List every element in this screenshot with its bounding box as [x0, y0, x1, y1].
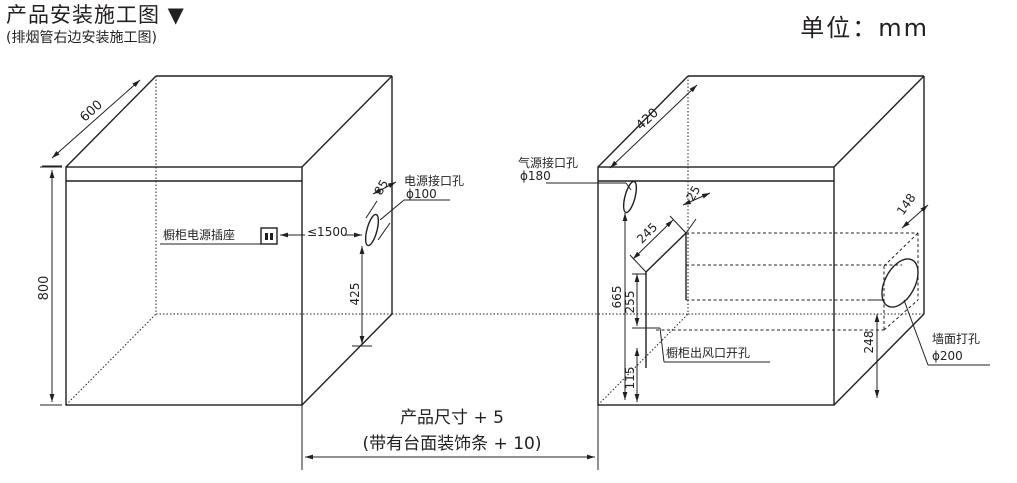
dim-248-label: 248: [862, 331, 876, 354]
vertical-dimensions: 665 255 115: [610, 213, 660, 402]
gas-hole-diameter: ϕ180: [520, 169, 551, 183]
power-socket: 橱柜电源插座 ≤1500: [160, 225, 362, 245]
page-subtitle: (排烟管右边安装施工图): [6, 30, 157, 46]
wall-hole-diameter: ϕ200: [932, 349, 963, 363]
floor-and-size: 产品尺寸 + 5 (带有台面装饰条 + 10): [301, 313, 688, 470]
socket-label: 橱柜电源插座: [163, 227, 235, 242]
outlet-label: 橱柜出风口开孔: [666, 346, 750, 360]
dim-600-label: 600: [77, 98, 105, 126]
outlet-label-group: 橱柜出风口开孔: [659, 327, 770, 363]
wall-hole-label-group: 墙面打孔 ϕ200: [903, 299, 990, 366]
dim-115-label: 115: [623, 367, 637, 390]
exhaust-duct: [645, 232, 919, 368]
power-hole-offset-label: 85: [371, 177, 391, 197]
power-hole: 85 电源接口孔 ϕ100 425: [348, 173, 464, 347]
dimension-600: 600: [42, 79, 141, 167]
dim-245-label: 245: [634, 220, 660, 246]
dimension-25-245: 245 25: [629, 183, 711, 273]
power-hole-diameter: ϕ100: [406, 187, 437, 201]
socket-distance-label: ≤1500: [307, 225, 348, 239]
dimension-148: 148: [894, 191, 929, 229]
dim-665-label: 665: [610, 286, 624, 309]
page-title: 产品安装施工图 ▼: [6, 3, 185, 27]
dim-420-label: 420: [633, 105, 661, 133]
product-size-line2: (带有台面装饰条 + 10): [363, 434, 542, 454]
dim-255-label: 255: [623, 291, 637, 314]
power-hole-label: 电源接口孔: [404, 173, 464, 188]
gas-hole-label: 气源接口孔: [518, 155, 578, 170]
dimension-800: 800: [37, 166, 62, 406]
power-hole-height-label: 425: [348, 283, 362, 306]
product-size-line1: 产品尺寸 + 5: [400, 408, 504, 428]
dim-800-label: 800: [37, 276, 52, 301]
dimension-248: 248: [862, 299, 884, 398]
unit-label: 单位：mm: [800, 14, 929, 42]
dimension-420: 420: [609, 84, 698, 169]
dim-148-label: 148: [894, 191, 919, 218]
gas-hole: 气源接口孔 ϕ180: [518, 155, 638, 214]
dim-25-label: 25: [683, 183, 703, 203]
wall-hole-label: 墙面打孔: [932, 332, 980, 346]
